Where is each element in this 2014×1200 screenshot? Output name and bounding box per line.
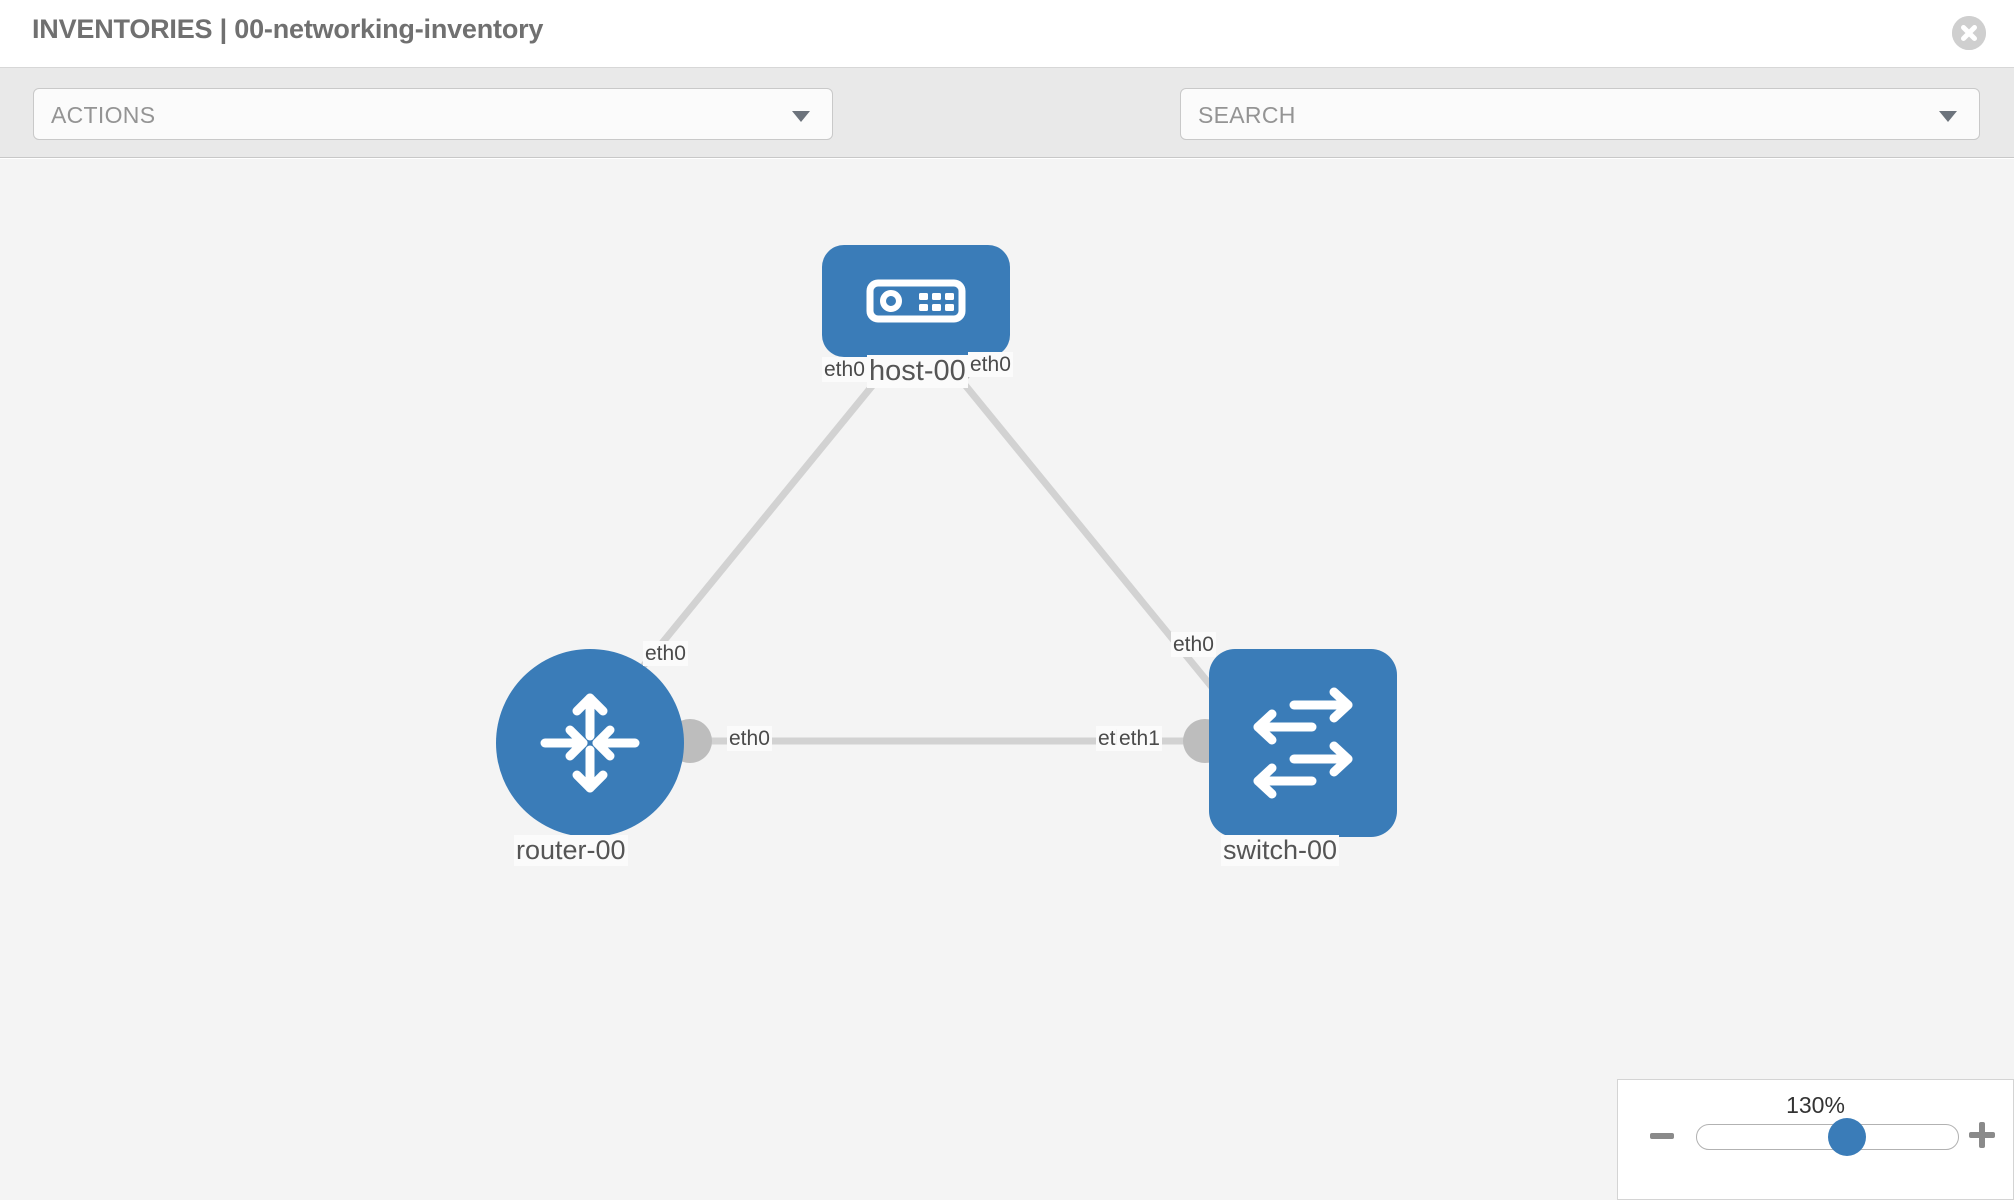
node-host-00-shape[interactable]	[822, 245, 1010, 357]
node-router-00-shape[interactable]	[496, 649, 684, 837]
edge-label-router-right: eth0	[727, 726, 772, 752]
switch-arrows-icon	[1253, 687, 1353, 799]
node-host-00-label: host-00	[867, 355, 968, 389]
close-button[interactable]	[1952, 16, 1986, 50]
toolbar: ACTIONS SEARCH	[0, 68, 2014, 201]
topology-ports	[668, 342, 1257, 763]
zoom-level-label: 130%	[1786, 1092, 1845, 1118]
actions-dropdown[interactable]: ACTIONS	[33, 88, 833, 140]
page-header: INVENTORIES | 00-networking-inventory	[0, 0, 2014, 68]
zoom-control-panel: 130%	[1617, 1079, 2014, 1200]
edge-label-host-right: eth0	[968, 352, 1013, 378]
chevron-down-icon	[1939, 111, 1957, 122]
topology-canvas[interactable]: host-00 rout	[0, 159, 2014, 1200]
close-circle-icon	[1952, 16, 1986, 50]
edge-label-switch-left: eth1	[1117, 726, 1162, 752]
actions-dropdown-label: ACTIONS	[51, 102, 156, 128]
edge-label-router-up: eth0	[643, 641, 688, 667]
node-switch-00-shape[interactable]	[1209, 649, 1397, 837]
node-router-00-label: router-00	[514, 835, 628, 867]
chevron-down-icon	[792, 111, 810, 122]
zoom-out-button[interactable]	[1650, 1133, 1674, 1139]
server-icon	[866, 279, 966, 323]
router-arrows-icon	[540, 693, 640, 793]
zoom-slider[interactable]	[1696, 1124, 1959, 1150]
page-title: INVENTORIES | 00-networking-inventory	[32, 14, 544, 44]
link-host-switch	[949, 366, 1241, 722]
edge-label-host-left: eth0	[822, 357, 867, 383]
search-placeholder: SEARCH	[1198, 102, 1296, 128]
topology-links	[597, 366, 1241, 745]
zoom-in-button[interactable]	[1969, 1122, 1995, 1148]
search-input[interactable]: SEARCH	[1180, 88, 1980, 140]
node-switch-00-label: switch-00	[1221, 835, 1340, 867]
edge-label-switch-up: eth0	[1171, 632, 1216, 658]
zoom-slider-thumb[interactable]	[1828, 1118, 1866, 1156]
